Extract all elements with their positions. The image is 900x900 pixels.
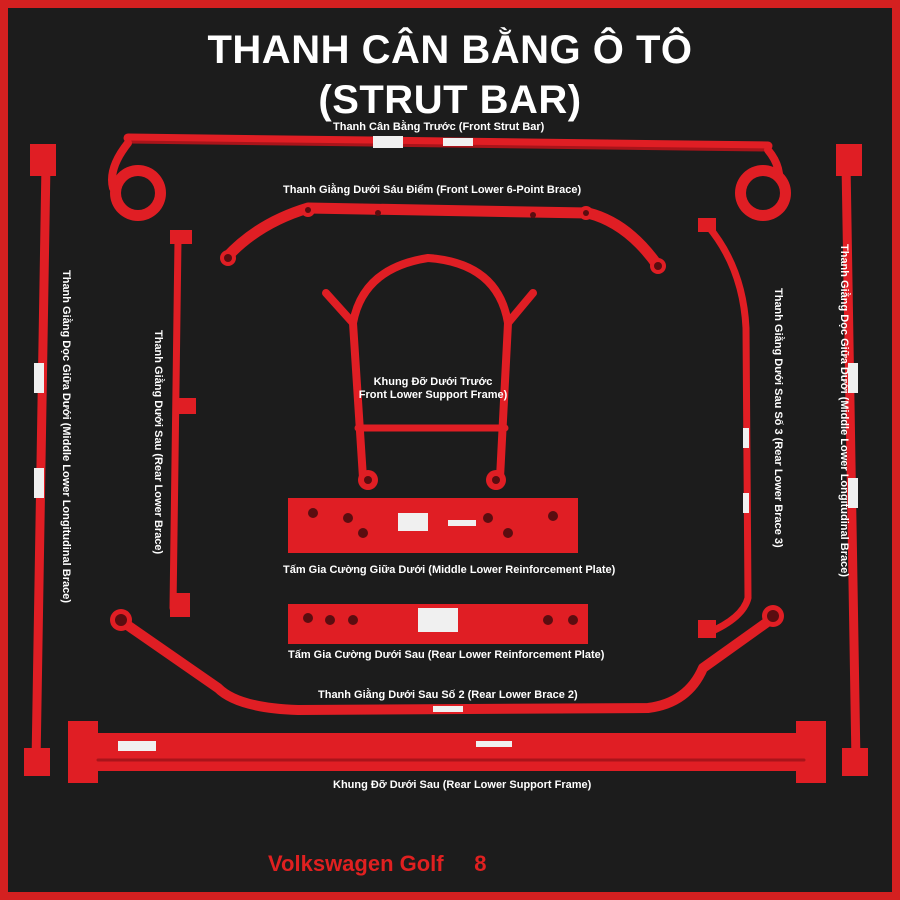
- page-title-line-1: THANH CÂN BẰNG Ô TÔ: [207, 28, 693, 72]
- front-lower-6-point-brace-part: [220, 202, 666, 274]
- page-title-line-2: (STRUT BAR): [318, 78, 582, 122]
- label-rear-lower-support-frame: Khung Đỡ Dưới Sau (Rear Lower Support Fr…: [333, 779, 592, 791]
- middle-lower-reinforcement-plate-part: [288, 498, 578, 553]
- label-front-strut-bar: Thanh Cân Bằng Trước (Front Strut Bar): [333, 121, 545, 133]
- front-strut-bar-part: [108, 133, 791, 221]
- left-longitudinal-brace-part: [24, 144, 56, 776]
- right-longitudinal-brace-part: [836, 144, 868, 776]
- front-lower-support-frame-part: [322, 254, 537, 490]
- label-front-lower-support-frame-vi: Khung Đỡ Dưới Trước: [373, 376, 493, 388]
- rear-lower-support-frame-part: [68, 721, 826, 783]
- rear-lower-brace-2-part: [110, 605, 784, 715]
- vehicle-model-generation: 8: [474, 851, 487, 876]
- label-front-lower-support-frame-en: Front Lower Support Frame): [358, 389, 508, 401]
- label-rear-lower-brace-3: Thanh Giằng Dưới Sau Số 3 (Rear Lower Br…: [772, 288, 784, 548]
- label-front-lower-6-point-brace: Thanh Giằng Dưới Sáu Điểm (Front Lower 6…: [283, 184, 582, 196]
- label-rear-lower-brace: Thanh Giằng Dưới Sau (Rear Lower Brace): [152, 330, 164, 555]
- label-rear-lower-reinforcement-plate: Tấm Gia Cường Dưới Sau (Rear Lower Reinf…: [288, 649, 605, 661]
- rear-lower-reinforcement-plate-part: [288, 604, 588, 644]
- label-right-longitudinal-brace: Thanh Giằng Dọc Giữa Dưới (Middle Lower …: [838, 244, 850, 577]
- vehicle-model-name: Volkswagen Golf: [268, 851, 444, 876]
- vehicle-model-caption: Volkswagen Golf 8: [268, 851, 486, 877]
- rear-lower-brace-3-part: [698, 218, 752, 638]
- rear-lower-brace-part: [169, 230, 196, 617]
- label-rear-lower-brace-2: Thanh Giằng Dưới Sau Số 2 (Rear Lower Br…: [318, 689, 578, 701]
- strut-bar-parts-illustration: [24, 133, 868, 783]
- label-middle-lower-reinforcement-plate: Tấm Gia Cường Giữa Dưới (Middle Lower Re…: [283, 564, 616, 576]
- label-left-longitudinal-brace: Thanh Giằng Dọc Giữa Dưới (Middle Lower …: [60, 270, 72, 603]
